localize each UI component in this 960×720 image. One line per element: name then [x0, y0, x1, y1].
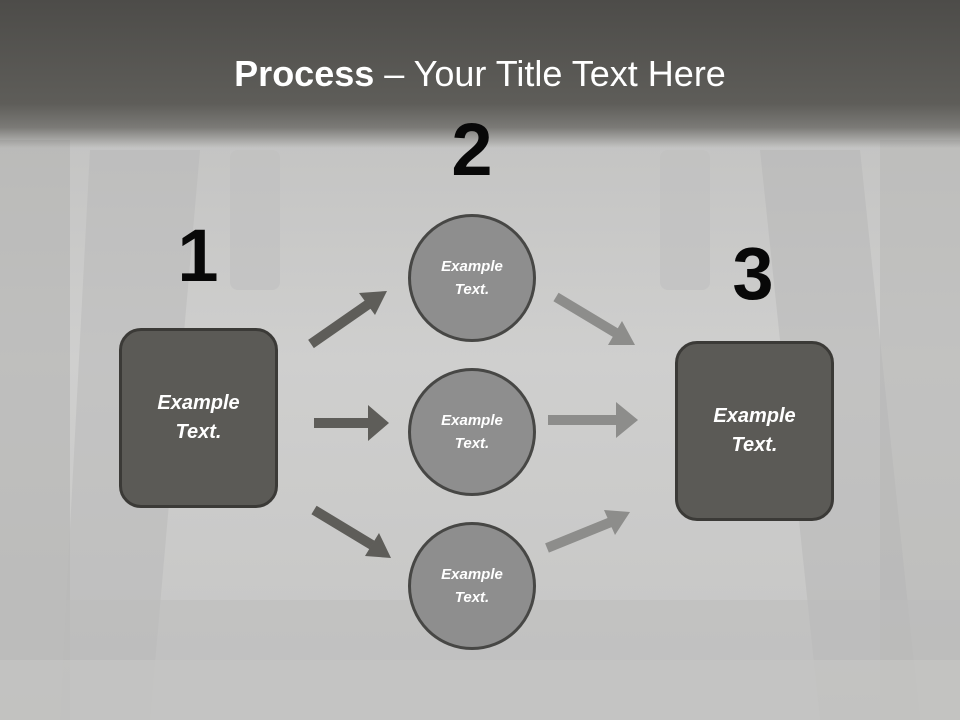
left-process-box[interactable]: Example Text.: [119, 328, 278, 508]
step-number-3: 3: [732, 232, 774, 315]
right-process-box[interactable]: Example Text.: [675, 341, 834, 521]
title-bar: [0, 0, 960, 148]
middle-circle-label: Example Text.: [441, 412, 503, 452]
step-number-2: 2: [451, 108, 493, 191]
title-rest: – Your Title Text Here: [374, 53, 726, 94]
bottom-process-circle[interactable]: Example Text.: [408, 522, 536, 650]
bottom-circle-label: Example Text.: [441, 566, 503, 606]
top-circle-label: Example Text.: [441, 258, 503, 298]
slide-title: Process – Your Title Text Here: [0, 52, 960, 96]
step-number-1: 1: [177, 214, 219, 297]
right-box-label: Example Text.: [713, 405, 796, 456]
left-box-label: Example Text.: [157, 392, 240, 443]
middle-process-circle[interactable]: Example Text.: [408, 368, 536, 496]
title-bold: Process: [234, 53, 375, 94]
top-process-circle[interactable]: Example Text.: [408, 214, 536, 342]
